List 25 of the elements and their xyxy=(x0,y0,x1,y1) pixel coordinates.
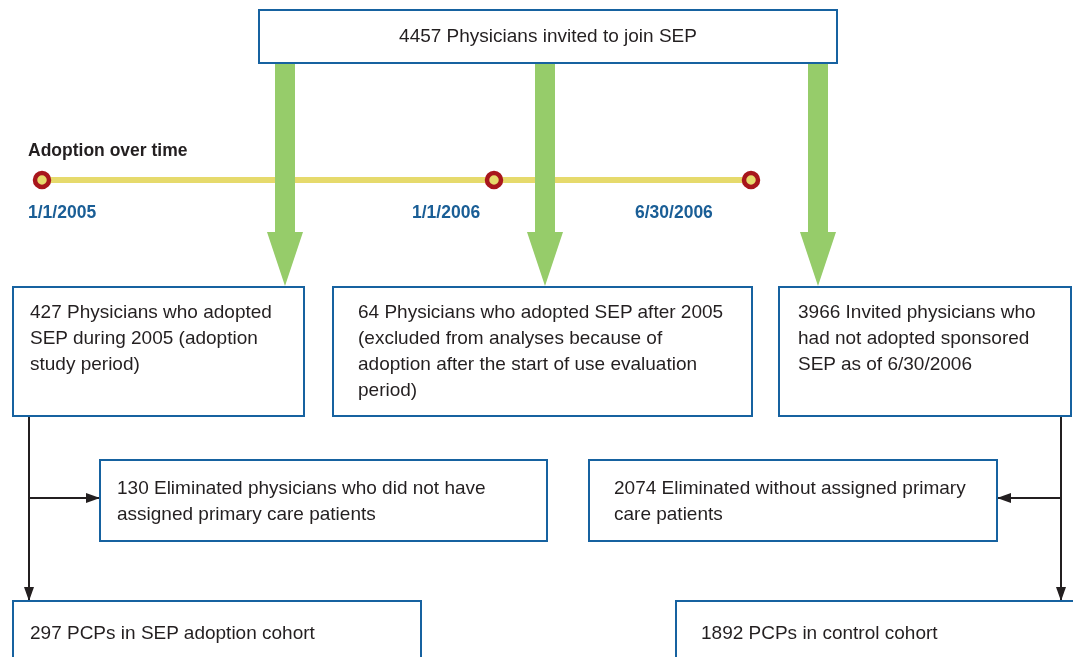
process-box xyxy=(332,286,753,417)
process-box xyxy=(99,459,548,542)
arrow xyxy=(24,416,34,601)
process-box xyxy=(588,459,998,542)
process-box xyxy=(258,9,838,64)
box-text: 4457 Physicians invited to join SEP xyxy=(398,24,698,48)
date-label: 1/1/2006 xyxy=(412,202,481,223)
arrow xyxy=(1056,416,1066,601)
box-text: 1892 PCPs in control cohort xyxy=(701,621,939,645)
timeline-title: Adoption over time xyxy=(28,140,188,161)
box-text: 64 Physicians who adopted SEP after 2005 (excluded from analyses because of adoption after the start of use evaluation period) xyxy=(358,300,725,402)
box-text: 297 PCPs in SEP adoption cohort xyxy=(30,621,316,645)
box-text: 427 Physicians who adopted SEP during 2005 (adoption study period) xyxy=(30,300,273,376)
box-text: 130 Eliminated physicians who did not have assigned primary care patients xyxy=(117,476,487,526)
arrow xyxy=(267,64,303,286)
arrow xyxy=(527,64,563,286)
date-label: 6/30/2006 xyxy=(635,202,713,223)
process-box xyxy=(12,286,305,417)
process-box xyxy=(675,600,1073,657)
date-label: 1/1/2005 xyxy=(28,202,97,223)
box-text: 3966 Invited physicians who had not adopted sponsored SEP as of 6/30/2006 xyxy=(798,300,1037,376)
arrow xyxy=(800,64,836,286)
box-text: 2074 Eliminated without assigned primary care patients xyxy=(614,476,967,526)
process-box xyxy=(778,286,1072,417)
process-box xyxy=(12,600,422,657)
